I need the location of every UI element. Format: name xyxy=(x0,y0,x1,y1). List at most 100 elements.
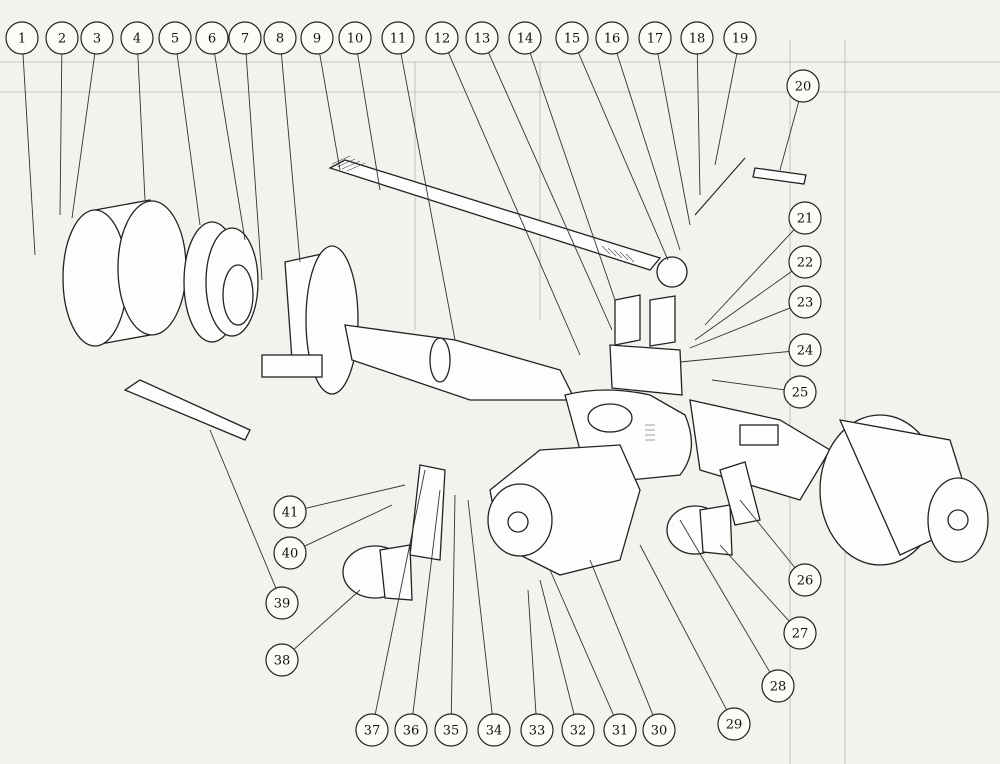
callout-circle xyxy=(425,21,459,55)
leader-line-7 xyxy=(245,53,263,281)
callout-37: 37 xyxy=(355,713,389,747)
callout-number: 12 xyxy=(434,32,451,47)
callout-number: 4 xyxy=(133,32,141,47)
callout-circle xyxy=(555,21,589,55)
callout-number: 3 xyxy=(93,32,101,47)
callout-41: 41 xyxy=(273,495,307,529)
leader-line-27 xyxy=(719,544,790,622)
callout-5: 5 xyxy=(158,21,192,55)
callout-circle xyxy=(561,713,595,747)
callout-number: 27 xyxy=(792,627,809,642)
callout-circle xyxy=(394,713,428,747)
callout-28: 28 xyxy=(761,669,795,703)
leader-line-3 xyxy=(71,53,96,219)
callout-number: 40 xyxy=(282,547,299,562)
callout-number: 22 xyxy=(797,256,814,271)
callout-1: 1 xyxy=(5,21,39,55)
callout-number: 24 xyxy=(797,344,814,359)
callout-25: 25 xyxy=(783,375,817,409)
callout-circle xyxy=(273,495,307,529)
callout-circle xyxy=(603,713,637,747)
background-table xyxy=(0,40,1000,764)
suspension-bracket xyxy=(609,294,683,396)
leader-line-25 xyxy=(711,379,785,391)
leader-line-14 xyxy=(529,52,616,301)
leader-line-20 xyxy=(779,101,800,171)
leader-line-16 xyxy=(616,53,681,251)
callout-circle xyxy=(80,21,114,55)
callout-circle xyxy=(228,21,262,55)
leader-line-6 xyxy=(214,53,246,241)
callout-38: 38 xyxy=(265,643,299,677)
callout-number: 8 xyxy=(276,32,284,47)
callout-16: 16 xyxy=(595,21,629,55)
callout-circle xyxy=(265,643,299,677)
leader-line-28 xyxy=(679,519,771,673)
callout-26: 26 xyxy=(788,563,822,597)
leader-line-18 xyxy=(696,53,701,196)
callout-circle xyxy=(788,201,822,235)
callout-circle xyxy=(638,21,672,55)
callout-number: 31 xyxy=(612,724,629,739)
callout-circle xyxy=(508,21,542,55)
callout-circle xyxy=(381,21,415,55)
left-brake-chamber xyxy=(342,544,413,601)
callout-number: 32 xyxy=(570,724,587,739)
leader-line-37 xyxy=(374,469,426,715)
leader-lines xyxy=(22,52,800,716)
leader-line-23 xyxy=(689,307,791,349)
callout-number: 36 xyxy=(403,724,420,739)
callout-circle xyxy=(477,713,511,747)
callout-circle xyxy=(158,21,192,55)
bolt-and-rod xyxy=(694,157,807,216)
callout-number: 29 xyxy=(726,718,743,733)
slack-adjuster-levers xyxy=(409,461,761,561)
callout-number: 21 xyxy=(797,212,814,227)
callout-27: 27 xyxy=(783,616,817,650)
callout-10: 10 xyxy=(338,21,372,55)
leader-line-21 xyxy=(704,229,795,326)
callout-35: 35 xyxy=(434,713,468,747)
callout-number: 26 xyxy=(797,574,814,589)
callout-33: 33 xyxy=(520,713,554,747)
leader-line-2 xyxy=(59,53,63,216)
callout-number: 6 xyxy=(208,32,216,47)
callout-circle xyxy=(45,21,79,55)
callout-number: 33 xyxy=(529,724,546,739)
leader-line-40 xyxy=(304,504,393,547)
right-brake-drum xyxy=(819,414,989,566)
callout-number: 28 xyxy=(770,680,787,695)
callout-number: 20 xyxy=(795,80,812,95)
callout-14: 14 xyxy=(508,21,542,55)
callout-number: 25 xyxy=(792,386,809,401)
leader-line-4 xyxy=(137,53,146,201)
leader-line-11 xyxy=(400,53,456,341)
callout-4: 4 xyxy=(120,21,154,55)
callout-circle xyxy=(273,536,307,570)
callout-32: 32 xyxy=(561,713,595,747)
axle-housing xyxy=(344,324,831,501)
callout-2: 2 xyxy=(45,21,79,55)
leader-line-19 xyxy=(714,53,738,166)
leader-line-15 xyxy=(577,52,669,261)
callout-36: 36 xyxy=(394,713,428,747)
callout-number: 35 xyxy=(443,724,460,739)
right-brake-chamber xyxy=(666,504,733,556)
brake-camshaft xyxy=(123,379,251,441)
callout-circle xyxy=(355,713,389,747)
callout-8: 8 xyxy=(263,21,297,55)
leader-line-13 xyxy=(488,52,613,331)
callout-number: 16 xyxy=(604,32,621,47)
callout-circle xyxy=(783,616,817,650)
leader-line-32 xyxy=(539,579,575,715)
callout-number: 39 xyxy=(274,597,291,612)
callout-number: 30 xyxy=(651,724,668,739)
callout-number: 15 xyxy=(564,32,581,47)
callout-number: 11 xyxy=(390,32,407,47)
callout-circle xyxy=(300,21,334,55)
callout-20: 20 xyxy=(786,69,820,103)
callout-circle xyxy=(783,375,817,409)
callout-circle xyxy=(761,669,795,703)
